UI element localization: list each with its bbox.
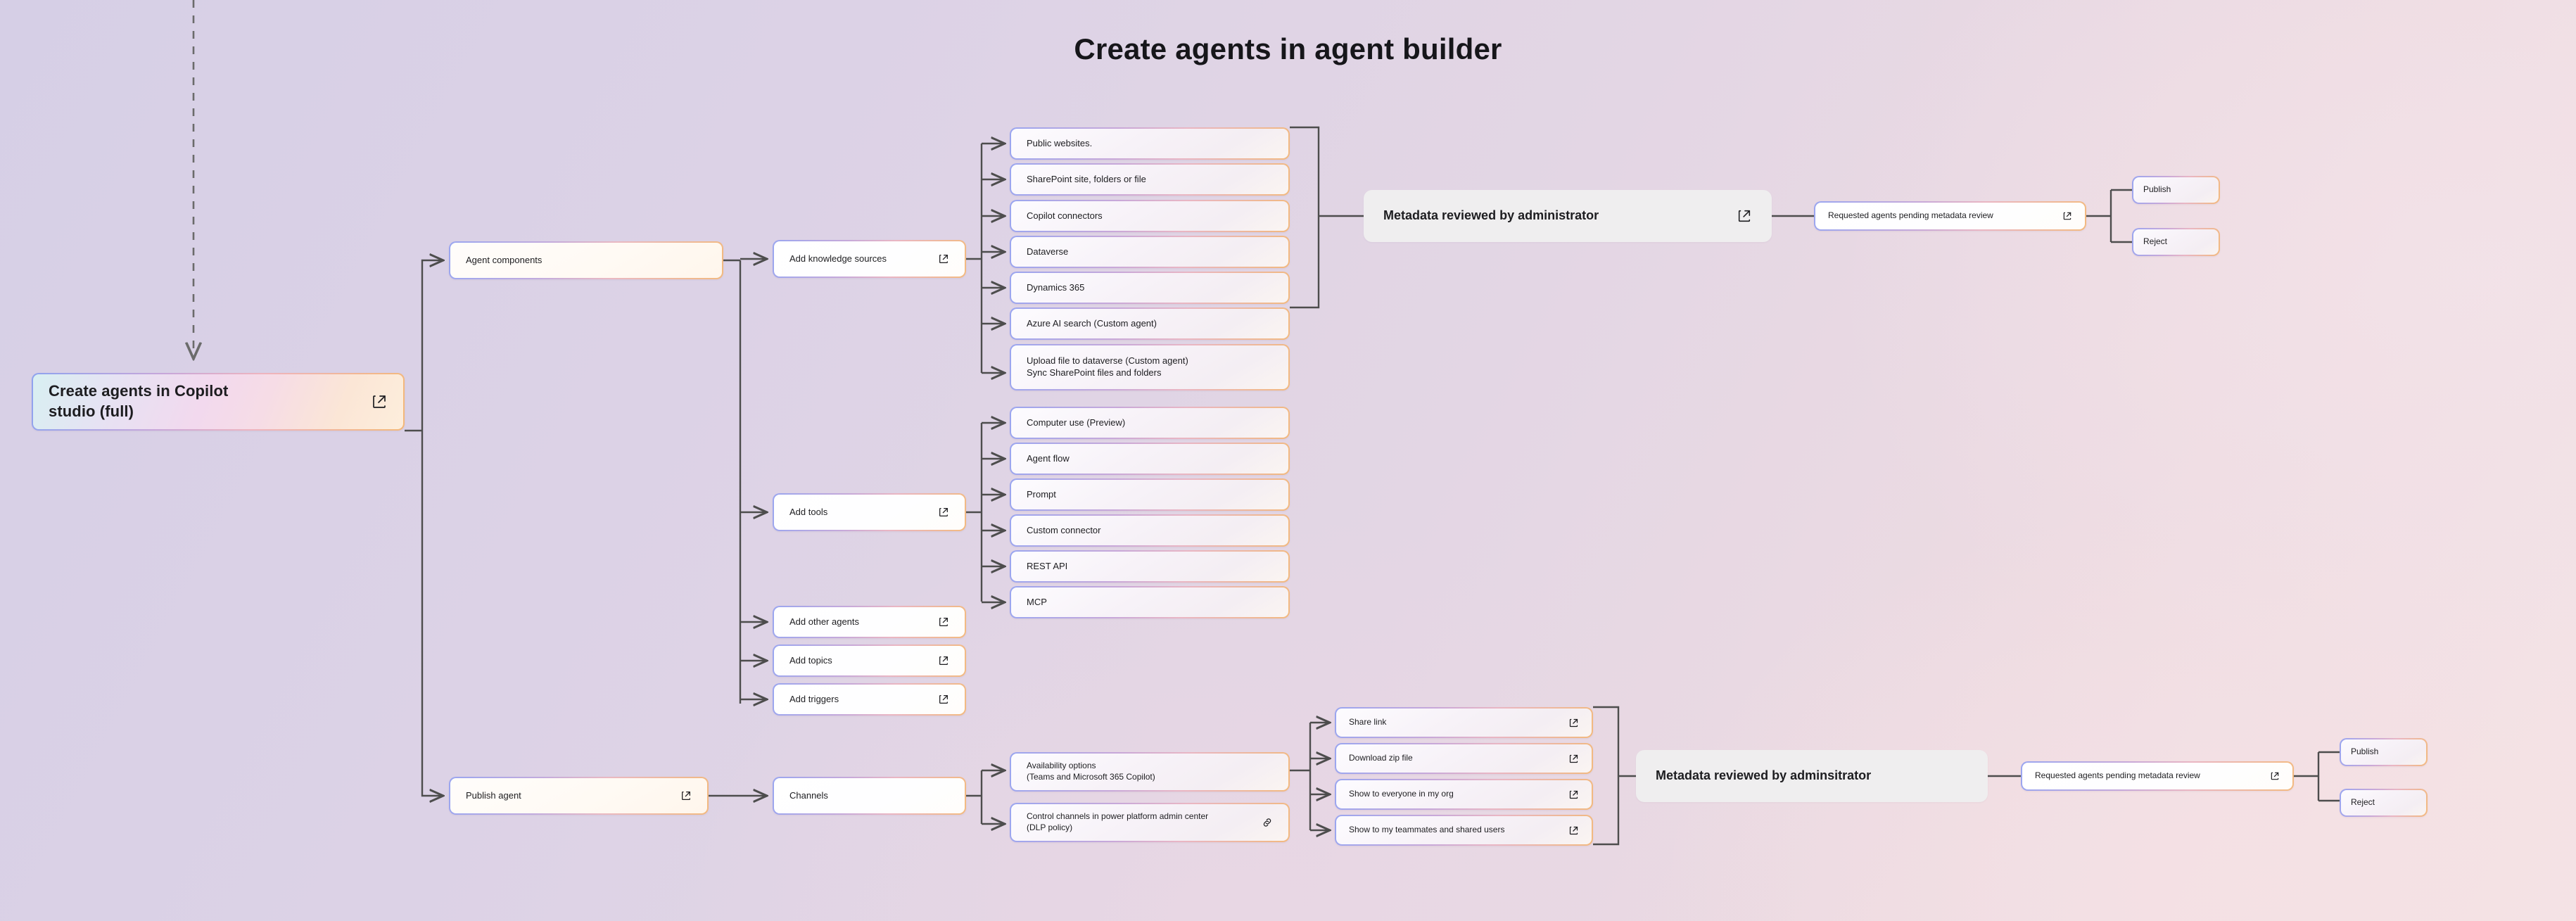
open-in-new-icon[interactable] [680,790,692,801]
node-pending-review-top[interactable]: Requested agents pending metadata review [1814,201,2086,231]
node-control-channels-dlp[interactable]: Control channels in power platform admin… [1010,803,1290,842]
node-add-tools[interactable]: Add tools [773,493,966,531]
node-label: Add topics [789,654,832,666]
node-tool-custom-connector[interactable]: Custom connector [1010,514,1290,547]
node-add-topics[interactable]: Add topics [773,644,966,677]
open-in-new-icon[interactable] [1737,208,1752,224]
node-show-teammates-shared-users[interactable]: Show to my teammates and shared users [1335,815,1593,846]
node-label: Reject [2143,236,2168,247]
node-knowledge-copilot-connectors[interactable]: Copilot connectors [1010,200,1290,232]
node-label: Agent flow [1027,452,1070,464]
node-tool-agent-flow[interactable]: Agent flow [1010,443,1290,475]
node-tool-rest-api[interactable]: REST API [1010,550,1290,583]
node-label: Share link [1349,717,1387,728]
node-tool-mcp[interactable]: MCP [1010,586,1290,618]
open-in-new-icon[interactable] [1568,789,1579,800]
node-label: Publish agent [466,789,521,801]
node-label: Metadata reviewed by administrator [1383,208,1599,223]
open-in-new-icon[interactable] [2270,771,2280,781]
node-knowledge-public-websites[interactable]: Public websites. [1010,127,1290,160]
node-label: Download zip file [1349,753,1413,763]
page-title: Create agents in agent builder [1074,32,1502,65]
node-label: Add tools [789,506,828,517]
node-show-everyone-org[interactable]: Show to everyone in my org [1335,779,1593,810]
node-decision-publish-top[interactable]: Publish [2132,176,2220,204]
node-label: Control channels in power platform admin… [1027,811,1209,832]
node-knowledge-dataverse[interactable]: Dataverse [1010,236,1290,268]
node-label: Azure AI search (Custom agent) [1027,317,1157,329]
node-label: Add knowledge sources [789,253,887,264]
node-tool-prompt[interactable]: Prompt [1010,478,1290,511]
node-knowledge-dynamics-365[interactable]: Dynamics 365 [1010,272,1290,304]
node-label: Prompt [1027,488,1056,500]
node-label: Dynamics 365 [1027,281,1085,293]
node-decision-reject-top[interactable]: Reject [2132,228,2220,256]
node-availability-options[interactable]: Availability options (Teams and Microsof… [1010,752,1290,792]
node-knowledge-sharepoint[interactable]: SharePoint site, folders or file [1010,163,1290,196]
node-label: Custom connector [1027,524,1101,535]
node-label: Agent components [466,254,543,265]
node-label: Upload file to dataverse (Custom agent) … [1027,355,1188,378]
open-in-new-icon[interactable] [371,393,388,410]
node-agent-components[interactable]: Agent components [449,241,723,279]
node-label: Create agents in Copilot studio (full) [49,382,229,420]
node-label: Channels [789,789,828,801]
node-label: Requested agents pending metadata review [1828,210,1993,221]
node-metadata-review-top[interactable]: Metadata reviewed by administrator [1364,190,1772,242]
node-decision-publish-bottom[interactable]: Publish [2340,738,2428,766]
node-label: Show to everyone in my org [1349,789,1454,799]
open-in-new-icon[interactable] [938,655,949,666]
open-in-new-icon[interactable] [938,507,949,518]
open-in-new-icon[interactable] [1568,754,1579,764]
open-in-new-icon[interactable] [1568,718,1579,728]
node-label: Add triggers [789,693,839,704]
node-root-create-agents[interactable]: Create agents in Copilot studio (full) [32,373,405,431]
node-metadata-review-bottom[interactable]: Metadata reviewed by adminsitrator [1636,750,1988,802]
node-pending-review-bottom[interactable]: Requested agents pending metadata review [2021,761,2294,791]
node-add-knowledge-sources[interactable]: Add knowledge sources [773,240,966,278]
node-label: Show to my teammates and shared users [1349,825,1505,835]
node-label: Publish [2351,747,2379,757]
node-label: Add other agents [789,616,860,627]
open-in-new-icon[interactable] [1568,825,1579,836]
node-label: Dataverse [1027,246,1069,257]
node-label: Copilot connectors [1027,210,1103,221]
node-label: Metadata reviewed by adminsitrator [1656,768,1872,783]
node-decision-reject-bottom[interactable]: Reject [2340,789,2428,817]
node-download-zip-file[interactable]: Download zip file [1335,743,1593,774]
node-label: Computer use (Preview) [1027,417,1126,428]
node-label: Reject [2351,797,2375,808]
node-knowledge-upload-file-dataverse[interactable]: Upload file to dataverse (Custom agent) … [1010,344,1290,390]
node-label: Requested agents pending metadata review [2035,770,2200,781]
open-in-new-icon[interactable] [938,694,949,705]
node-label: Public websites. [1027,137,1093,148]
node-label: SharePoint site, folders or file [1027,173,1146,184]
open-in-new-icon[interactable] [938,253,949,265]
node-label: MCP [1027,596,1047,607]
node-label: Publish [2143,184,2171,195]
open-in-new-icon[interactable] [938,616,949,628]
node-share-link[interactable]: Share link [1335,707,1593,738]
node-add-other-agents[interactable]: Add other agents [773,606,966,638]
node-channels[interactable]: Channels [773,777,966,815]
node-publish-agent[interactable]: Publish agent [449,777,709,815]
node-add-triggers[interactable]: Add triggers [773,683,966,716]
open-in-new-icon[interactable] [2062,211,2072,221]
link-icon[interactable] [1262,817,1273,828]
node-tool-computer-use[interactable]: Computer use (Preview) [1010,407,1290,439]
node-label: Availability options (Teams and Microsof… [1027,761,1155,782]
node-knowledge-azure-ai-search[interactable]: Azure AI search (Custom agent) [1010,307,1290,340]
node-label: REST API [1027,560,1068,571]
